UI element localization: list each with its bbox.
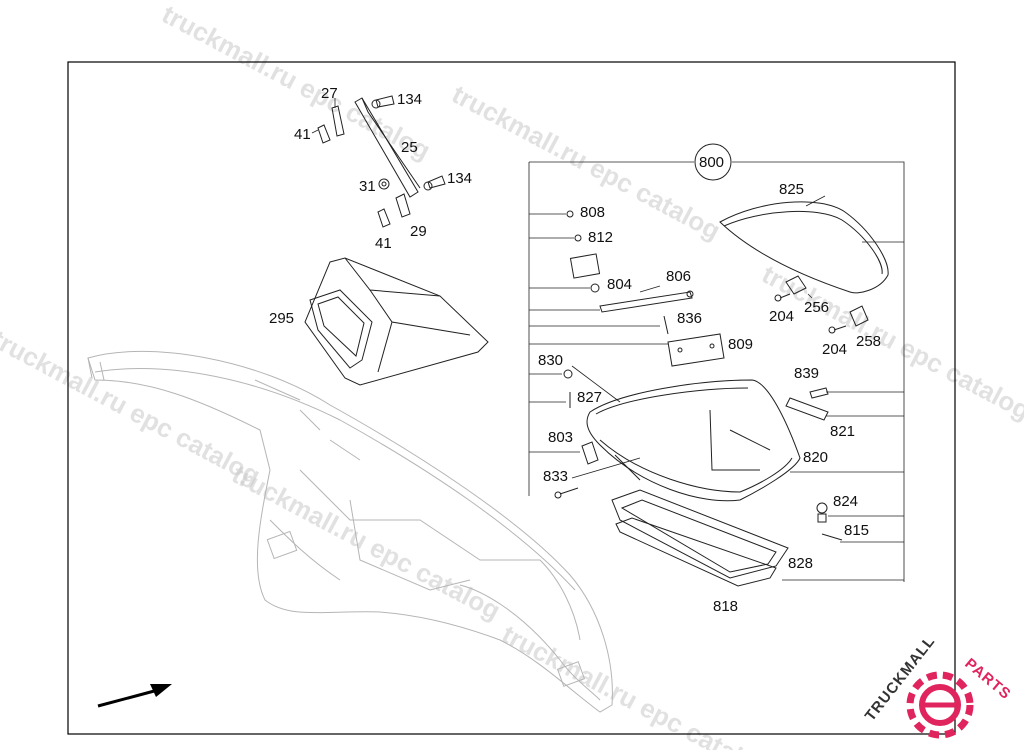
part-labels: 27 134 41 25 31 134 41 29 295 800 825 80… <box>269 85 881 615</box>
part-828-frame <box>611 489 789 579</box>
label-134-top[interactable]: 134 <box>397 91 422 108</box>
label-295[interactable]: 295 <box>269 310 294 327</box>
part-29-clip <box>395 193 411 218</box>
part-258-latch <box>849 305 869 327</box>
label-256[interactable]: 256 <box>804 299 829 316</box>
assembly-800-bracket <box>528 161 905 582</box>
part-815-strip <box>821 533 843 541</box>
label-134-mid[interactable]: 134 <box>447 170 472 187</box>
part-818-gasket <box>615 517 777 587</box>
label-833[interactable]: 833 <box>543 468 568 485</box>
label-806[interactable]: 806 <box>666 268 691 285</box>
label-258[interactable]: 258 <box>856 333 881 350</box>
label-839[interactable]: 839 <box>794 365 819 382</box>
part-204-screw-a <box>774 293 791 302</box>
part-25-trim <box>354 97 421 198</box>
label-800[interactable]: 800 <box>699 154 724 171</box>
part-27-clip <box>331 105 345 137</box>
label-827[interactable]: 827 <box>577 389 602 406</box>
label-808[interactable]: 808 <box>580 204 605 221</box>
label-803[interactable]: 803 <box>548 429 573 446</box>
part-812-nut <box>574 234 582 242</box>
label-41-bottom[interactable]: 41 <box>375 235 392 252</box>
part-134-screw-a <box>371 95 395 109</box>
label-820[interactable]: 820 <box>803 449 828 466</box>
label-41-top[interactable]: 41 <box>294 126 311 143</box>
part-833-screw <box>554 487 579 499</box>
dashboard-outline <box>87 350 613 713</box>
label-815[interactable]: 815 <box>844 522 869 539</box>
direction-arrow <box>97 684 172 708</box>
label-821[interactable]: 821 <box>830 423 855 440</box>
label-204-lower[interactable]: 204 <box>822 341 847 358</box>
truckmall-logo: TRUCKMALL PARTS <box>862 633 1014 739</box>
part-824-bumper <box>816 502 828 523</box>
label-25[interactable]: 25 <box>401 139 418 156</box>
label-828[interactable]: 828 <box>788 555 813 572</box>
part-808-nut <box>566 210 574 218</box>
part-31-nut <box>378 178 390 190</box>
part-809-plate <box>667 333 725 367</box>
label-31[interactable]: 31 <box>359 178 376 195</box>
part-836-pin <box>663 315 669 335</box>
label-204-upper[interactable]: 204 <box>769 308 794 325</box>
top-leaders <box>311 98 336 134</box>
diagram-frame <box>67 61 956 735</box>
label-818[interactable]: 818 <box>713 598 738 615</box>
part-295-cover <box>304 257 489 386</box>
part-134-screw-b <box>423 175 446 191</box>
part-830-washer <box>563 369 573 379</box>
label-leaders <box>571 195 826 479</box>
part-821-pad <box>785 397 829 421</box>
part-839-bolt <box>809 387 829 399</box>
part-204-screw-b <box>828 325 847 334</box>
part-820-box <box>586 379 801 502</box>
watermark-4: truckmall.ru epc catalog <box>227 459 505 626</box>
part-41-clip-a <box>317 124 331 144</box>
watermark-6: truckmall.ru epc catalog <box>497 619 775 750</box>
label-27[interactable]: 27 <box>321 85 338 102</box>
part-803-clip <box>581 441 599 465</box>
label-804[interactable]: 804 <box>607 276 632 293</box>
part-804-bracket <box>569 253 601 293</box>
watermark-3: truckmall.ru epc catalog <box>0 324 265 491</box>
part-825-lid <box>719 201 889 294</box>
assembly-800-circle <box>694 143 732 181</box>
label-830[interactable]: 830 <box>538 352 563 369</box>
logo-text-dark: TRUCKMALL <box>862 633 939 725</box>
gear-icon <box>906 671 974 739</box>
part-41-clip-b <box>377 208 391 228</box>
label-824[interactable]: 824 <box>833 493 858 510</box>
label-812[interactable]: 812 <box>588 229 613 246</box>
label-825[interactable]: 825 <box>779 181 804 198</box>
label-809[interactable]: 809 <box>728 336 753 353</box>
part-806-strut <box>599 290 694 313</box>
part-256-latch <box>785 275 807 295</box>
label-29[interactable]: 29 <box>410 223 427 240</box>
label-836[interactable]: 836 <box>677 310 702 327</box>
